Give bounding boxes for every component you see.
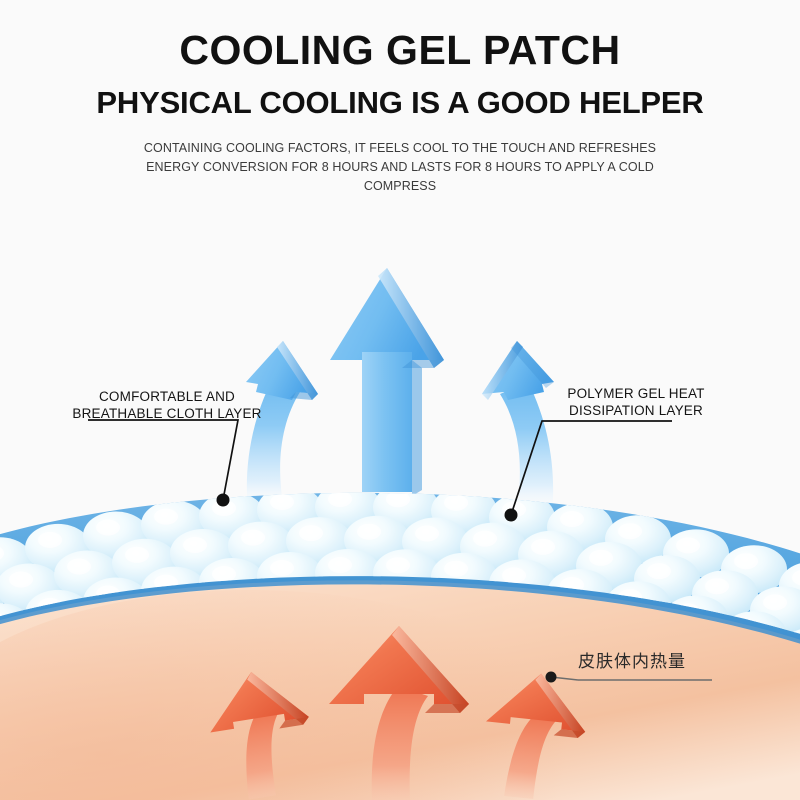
gel-bead-highlight (241, 529, 265, 546)
gel-bead-highlight (67, 558, 91, 575)
gel-bead-highlight (444, 560, 468, 577)
gel-bead-highlight (328, 492, 352, 507)
cool-arrow-left (246, 341, 318, 510)
heat-arrow-center (329, 626, 469, 800)
heat-arrow-left (210, 672, 309, 800)
gel-bead-highlight (792, 569, 800, 586)
gel-bead-highlight (676, 537, 700, 554)
gel-bead-highlight (560, 511, 584, 527)
gel-bead-highlight (502, 567, 526, 584)
gel-bead-highlight (9, 571, 33, 588)
gel-bead-highlight (734, 553, 758, 570)
gel-bead-highlight (647, 563, 671, 580)
gel-bead-highlight (125, 546, 149, 563)
heat-arrow-right (486, 673, 586, 799)
heading-block: COOLING GEL PATCH PHYSICAL COOLING IS A … (0, 0, 800, 197)
callout-leader-gel (504, 420, 672, 522)
gel-bead-highlight (38, 531, 62, 548)
callout-label-cloth-layer: COMFORTABLE AND BREATHABLE CLOTH LAYER (72, 389, 262, 422)
gel-bead-highlight (270, 494, 294, 510)
gel-bead-highlight (589, 549, 613, 566)
gel-bead-highlight (154, 508, 178, 525)
gel-bead-highlight (618, 523, 642, 540)
gel-bead-highlight (183, 537, 207, 553)
gel-patch-band (0, 492, 800, 644)
gel-bead-highlight (96, 519, 120, 536)
gel-bead-highlight (531, 538, 555, 555)
cool-arrow-right (482, 341, 554, 514)
page-description: CONTAINING COOLING FACTORS, IT FEELS COO… (143, 140, 657, 194)
gel-bead-highlight (328, 557, 352, 573)
callout-label-gel-layer: POLYMER GEL HEAT DISSIPATION LAYER (567, 386, 705, 419)
gel-bead-highlight (270, 560, 294, 576)
gel-bead-highlight (299, 525, 323, 542)
gel-bead-highlight (386, 492, 410, 508)
gel-bead-highlight (386, 557, 410, 574)
gel-bead-highlight (444, 494, 468, 511)
page-subtitle: PHYSICAL COOLING IS A GOOD HELPER (96, 85, 704, 121)
gel-bead-highlight (763, 594, 787, 611)
gel-bead-highlight (212, 566, 236, 582)
gel-bead-highlight (473, 530, 497, 547)
callout-label-skin-heat: 皮肤体内热量 (578, 652, 686, 672)
callout-leader-skin (545, 671, 712, 683)
gel-bead-highlight (415, 525, 439, 542)
gel-bead-highlight (357, 523, 381, 540)
cool-arrow-center (330, 268, 444, 496)
callout-leader-cloth (88, 419, 240, 507)
gel-bead-highlight (705, 578, 729, 595)
page-title: COOLING GEL PATCH (179, 27, 621, 73)
